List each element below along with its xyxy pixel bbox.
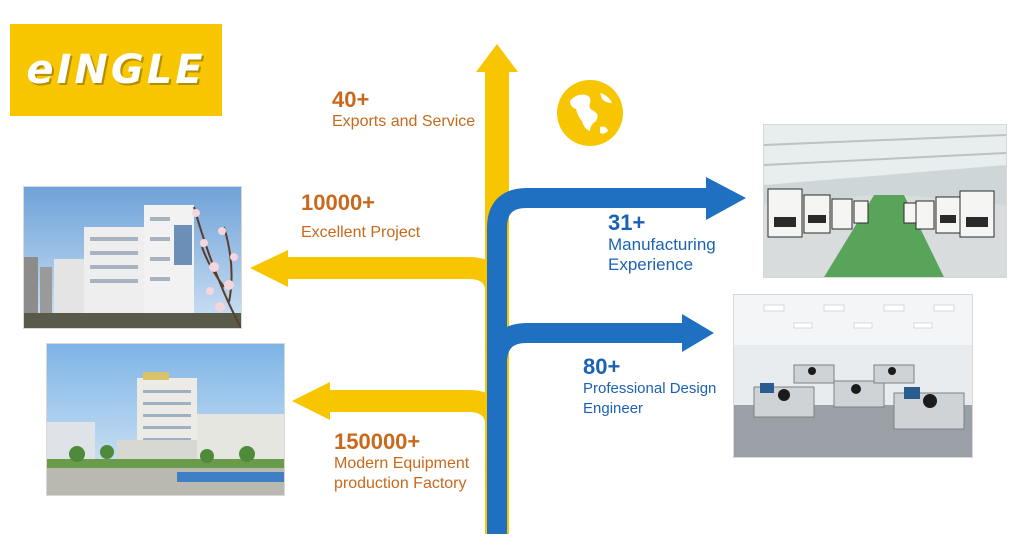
stat-factory: 150000+ Modern Equipment production Fact… <box>334 430 469 494</box>
branch-design-engineer <box>487 323 684 534</box>
stat-engineers: 80+ Professional Design Engineer <box>583 355 716 419</box>
stat-engineers-number: 80+ <box>583 354 621 379</box>
branch-excellent-project <box>288 257 508 330</box>
brand-logo: eINGLE <box>10 24 222 116</box>
stat-exports-number: 40+ <box>332 87 370 112</box>
stat-manufacturing-label-2: Experience <box>608 255 694 274</box>
branch-manufacturing <box>487 188 708 534</box>
stat-projects: 10000+ Excellent Project <box>301 191 420 243</box>
brand-logo-text: eINGLE <box>26 47 206 93</box>
office-tower-photo <box>46 343 285 496</box>
factory-building-photo <box>23 186 242 329</box>
stat-projects-number: 10000+ <box>301 190 376 215</box>
branch-excellent-project-head <box>250 250 288 287</box>
branch-manufacturing-head <box>706 177 746 220</box>
stat-manufacturing-number: 31+ <box>608 210 646 235</box>
stat-factory-label: Modern Equipment <box>334 455 470 472</box>
stat-engineers-label-2: Engineer <box>583 400 644 417</box>
stat-exports: 40+ Exports and Service <box>332 88 475 132</box>
stat-manufacturing: 31+ Manufacturing Experience <box>608 211 716 275</box>
stat-manufacturing-label: Manufacturing <box>608 235 716 254</box>
branch-modern-equipment-head <box>292 382 330 420</box>
stat-engineers-label: Professional Design <box>583 380 717 397</box>
stat-factory-label-2: production Factory <box>334 475 467 492</box>
stat-exports-label: Exports and Service <box>332 113 476 130</box>
workshop-photo <box>763 124 1007 278</box>
stat-projects-label: Excellent Project <box>301 224 421 241</box>
main-arrow-head <box>476 44 518 72</box>
globe-icon <box>556 79 624 147</box>
branch-design-engineer-head <box>682 314 714 352</box>
design-office-photo <box>733 294 973 458</box>
stat-factory-number: 150000+ <box>334 429 421 454</box>
